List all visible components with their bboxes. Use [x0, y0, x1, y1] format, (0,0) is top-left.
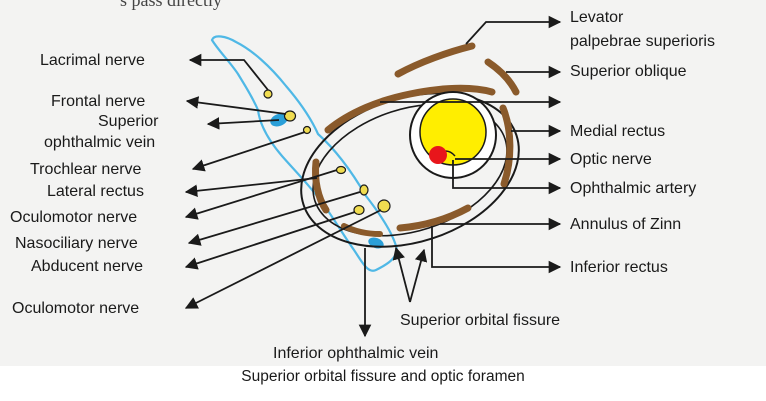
diagram-panel: s pass directly Lacrimal nerve Frontal n… [0, 0, 766, 366]
oculomotor-upper-dot [360, 185, 368, 195]
label-trochlear-nerve: Trochlear nerve [30, 161, 142, 178]
medial-rectus-muscle [503, 108, 510, 184]
label-lateral-rectus: Lateral rectus [47, 183, 144, 200]
label-superior-ophthalmic-vein-line2: ophthalmic vein [44, 134, 155, 151]
leader-levator [466, 22, 560, 44]
label-nasociliary-nerve: Nasociliary nerve [15, 235, 138, 252]
label-superior-oblique: Superior oblique [570, 63, 687, 80]
label-medial-rectus: Medial rectus [570, 123, 665, 140]
leader-nasociliary-nerve [189, 192, 360, 243]
label-annulus-of-zinn: Annulus of Zinn [570, 216, 681, 233]
nasociliary-nerve-dot [354, 206, 364, 215]
orbital-fissure-diagram: s pass directly Lacrimal nerve Frontal n… [0, 0, 766, 366]
inferior-ophthalmic-vein [367, 236, 385, 251]
leader-lateral-rectus [186, 178, 317, 192]
leader-superior-ophthalmic-vein [208, 120, 279, 124]
inferior-rectus-muscle [400, 208, 468, 228]
lateral-rectus-nerve-dot [337, 167, 346, 174]
annulus-lower-band [344, 226, 380, 234]
leader-superior-orbital-fissure-a [396, 248, 410, 302]
leader-lacrimal-nerve [190, 60, 268, 90]
label-lacrimal-nerve: Lacrimal nerve [40, 52, 145, 69]
cropped-heading-text: s pass directly [120, 0, 222, 10]
label-inferior-rectus: Inferior rectus [570, 259, 668, 276]
leader-superior-orbital-fissure-b [410, 250, 424, 302]
figure-caption: Superior orbital fissure and optic foram… [0, 368, 766, 386]
label-oculomotor-nerve-lower: Oculomotor nerve [12, 300, 139, 317]
leader-abducent-nerve [186, 212, 355, 267]
levator-palpebrae-muscle [398, 46, 472, 74]
superior-oblique-muscle [488, 62, 516, 92]
label-inferior-ophthalmic-vein: Inferior ophthalmic vein [273, 345, 438, 362]
label-oculomotor-nerve-upper: Oculomotor nerve [10, 209, 137, 226]
label-optic-nerve: Optic nerve [570, 151, 652, 168]
ophthalmic-artery-dot [429, 146, 447, 164]
label-superior-ophthalmic-vein-line1: Superior [98, 113, 159, 130]
label-superior-orbital-fissure: Superior orbital fissure [400, 312, 560, 329]
leader-oculomotor-lower [186, 210, 381, 308]
label-levator-line1: Levator [570, 9, 624, 26]
annulus-of-zinn-inner [296, 81, 524, 259]
annulus-of-zinn-outer [281, 67, 539, 273]
label-abducent-nerve: Abducent nerve [31, 258, 143, 275]
lacrimal-nerve-dot [264, 90, 272, 98]
frontal-nerve-dot [285, 111, 296, 121]
leader-frontal-nerve [187, 101, 286, 114]
label-levator-line2: palpebrae superioris [570, 33, 715, 50]
label-ophthalmic-artery: Ophthalmic artery [570, 180, 696, 197]
label-frontal-nerve: Frontal nerve [51, 93, 145, 110]
